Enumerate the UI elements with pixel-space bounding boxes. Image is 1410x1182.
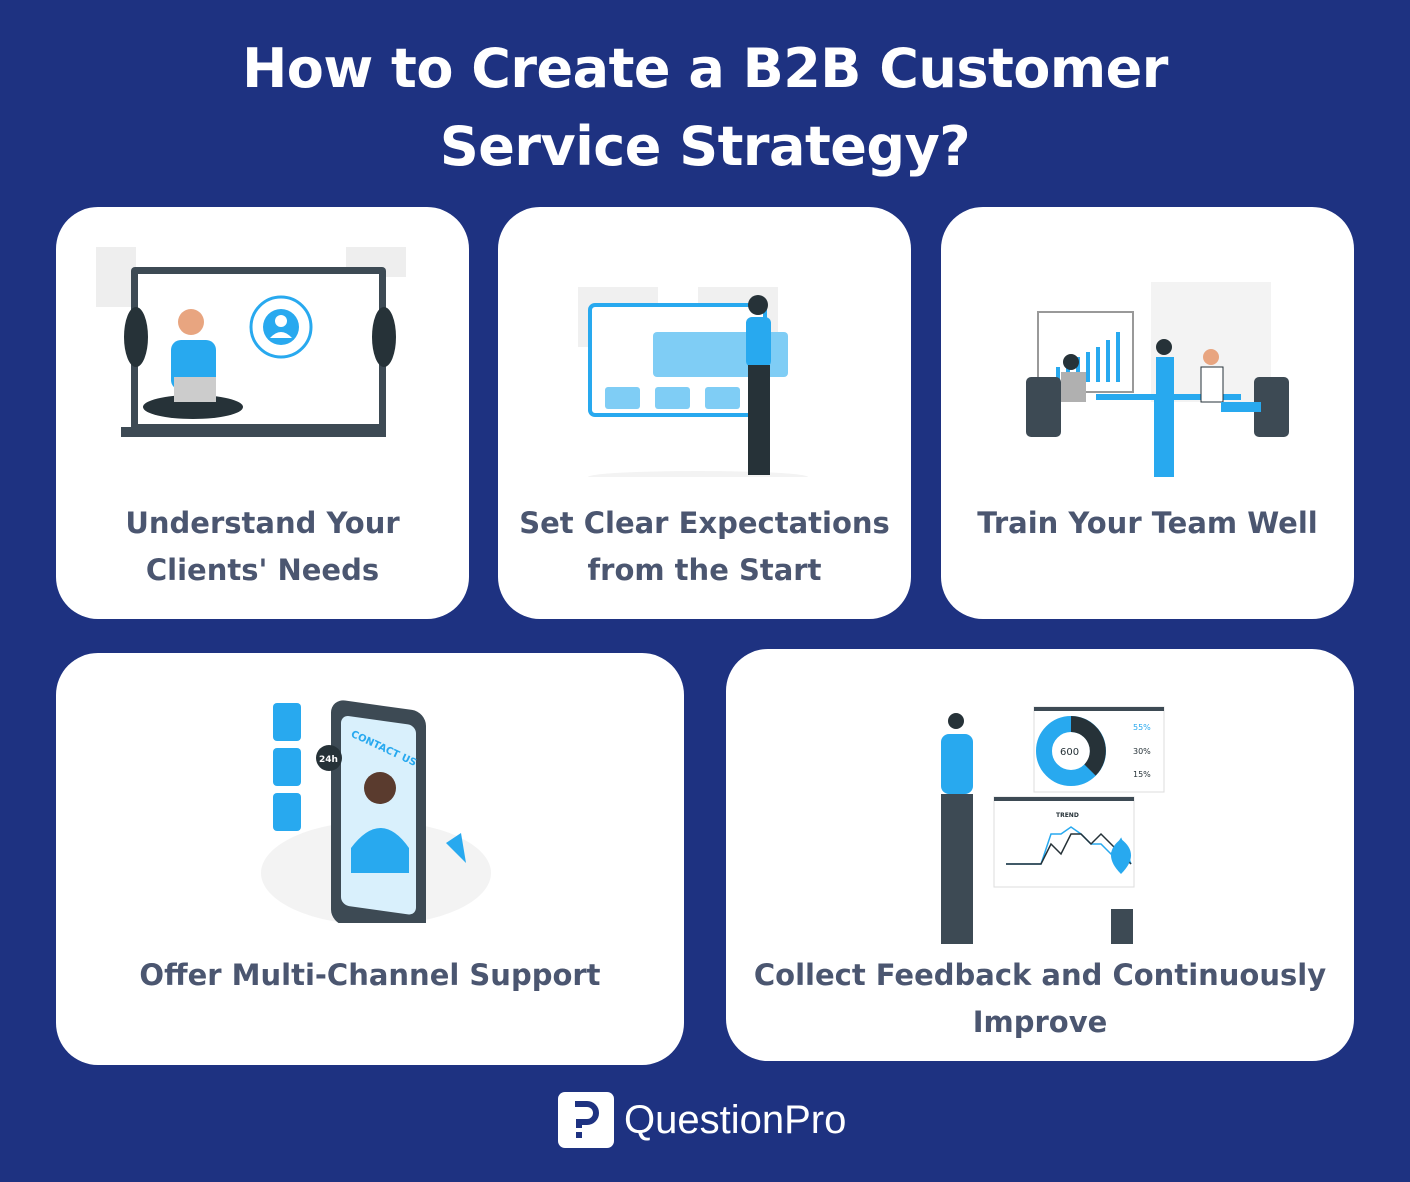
page-title: How to Create a B2B Customer Service Str… <box>0 30 1410 186</box>
pct-3: 15% <box>1133 770 1151 779</box>
contact-us-phone-illustration: CONTACT US 24h <box>261 700 491 923</box>
24h-badge: 24h <box>319 755 338 765</box>
card-title-line-2: Clients' Needs <box>145 553 380 587</box>
pct-2: 30% <box>1133 747 1151 756</box>
card-multi-channel-support: CONTACT US 24h Offer Multi-Channel Suppo… <box>56 653 684 1065</box>
card-title-line-2: Improve <box>972 1005 1108 1039</box>
questionpro-logo-icon <box>558 1092 614 1148</box>
trend-label: TREND <box>1056 812 1079 819</box>
questionpro-logo: QuestionPro <box>558 1092 846 1148</box>
card-title-line-1: Offer Multi-Channel Support <box>139 958 601 992</box>
card-collect-feedback: 600 55% 30% 15% TREND Collect Feedback a… <box>726 649 1354 1061</box>
presentation-board-illustration <box>578 287 808 477</box>
card-set-expectations: Set Clear Expectations from the Start <box>498 207 911 619</box>
card-train-team: Train Your Team Well <box>941 207 1354 619</box>
brand-name: QuestionPro <box>624 1097 847 1142</box>
card-title-line-1: Collect Feedback and Continuously <box>753 958 1327 992</box>
team-meeting-illustration <box>1026 282 1289 477</box>
card-title-line-2: from the Start <box>587 553 822 587</box>
card-title-line-1: Understand Your <box>125 506 400 540</box>
card-title-line-1: Set Clear Expectations <box>519 506 890 540</box>
card-understand-clients: Understand Your Clients' Needs <box>56 207 469 619</box>
title-line-1: How to Create a B2B Customer <box>242 37 1168 100</box>
card-title-line-1: Train Your Team Well <box>977 506 1318 540</box>
feedback-dashboard-illustration: 600 55% 30% 15% TREND <box>941 706 1165 944</box>
pct-1: 55% <box>1133 723 1151 732</box>
donut-total: 600 <box>1060 747 1079 758</box>
client-focus-illustration <box>96 247 406 437</box>
title-line-2: Service Strategy? <box>439 115 971 178</box>
